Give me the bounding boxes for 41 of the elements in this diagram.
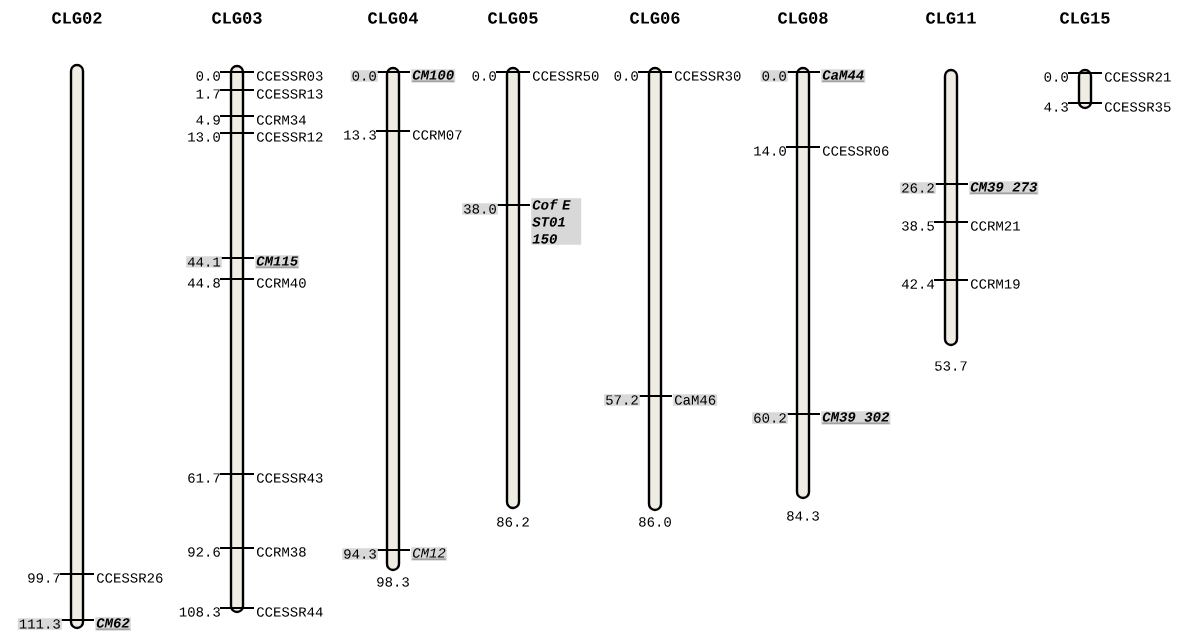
marker-name: CM115	[255, 255, 300, 269]
marker-name: CCESSR06	[822, 146, 889, 156]
marker-name: CM39 273	[969, 181, 1039, 195]
marker-name: CCESSR13	[257, 89, 323, 99]
position-label: 108.3	[179, 607, 220, 617]
chromosome-label: CLG06	[630, 12, 680, 24]
marker-name: CCRM40	[257, 278, 306, 288]
marker-name: CCESSR43	[257, 473, 323, 483]
marker-name: CCRM07	[413, 130, 462, 140]
marker-name: CM12	[411, 547, 447, 561]
chromosome-label: CLG02	[52, 12, 102, 24]
chromosome-label: CLG03	[212, 12, 262, 24]
marker-name: CaM46	[673, 394, 718, 406]
marker-name: CCRM21	[970, 221, 1020, 231]
marker-name: CCESSR50	[533, 71, 599, 81]
marker-name: CM39 302	[821, 411, 891, 425]
length-label: 53.7	[935, 361, 967, 371]
marker-name: CCRM19	[970, 279, 1020, 289]
marker-name: CCESSR21	[1104, 72, 1171, 82]
marker-name: CCESSR30	[674, 71, 741, 81]
position-label: 4.3	[1044, 102, 1068, 112]
marker-name: CM100	[411, 69, 456, 83]
chromosome-label: CLG15	[1060, 12, 1110, 24]
marker-name: CCESSR12	[257, 132, 323, 142]
length-label: 86.0	[639, 517, 671, 527]
marker-name: CCESSR35	[1104, 102, 1171, 112]
marker-name: CCESSR26	[97, 573, 163, 583]
length-label: 98.3	[377, 577, 409, 587]
marker-name: CM62	[95, 617, 131, 631]
marker-name: CCESSR44	[257, 607, 323, 617]
marker-name: CCRM38	[257, 547, 306, 557]
marker-name: CaM44	[821, 69, 866, 83]
chromosome-label: CLG04	[368, 12, 418, 24]
marker-name: CCESSR03	[257, 71, 323, 81]
length-label: 84.3	[787, 511, 819, 521]
chromosome-label: CLG11	[926, 12, 976, 24]
chromosome-label: CLG05	[488, 12, 538, 24]
chromosome-label: CLG08	[778, 12, 828, 24]
marker-name: Cof E ST01 150	[531, 198, 582, 245]
length-label: 86.2	[497, 517, 529, 527]
marker-name: CCRM34	[257, 115, 306, 125]
